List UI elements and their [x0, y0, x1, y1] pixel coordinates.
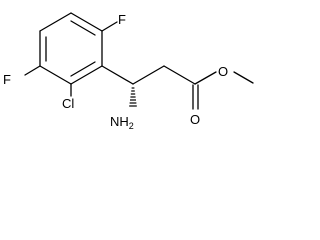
atom-label-f-top: F	[118, 12, 126, 27]
atom-label-nh2: NH2	[110, 114, 134, 131]
atom-label-nh2-subscript: 2	[129, 121, 134, 131]
ring-bond-1	[70, 12, 103, 32]
bond-o-methyl	[233, 71, 254, 84]
bond-c-o-ester	[194, 71, 217, 85]
atom-label-cl: Cl	[62, 96, 74, 111]
bond-c-f-left	[24, 65, 41, 76]
atom-label-f-left: F	[3, 72, 11, 87]
ring-bond-2	[39, 12, 72, 32]
ring-bond-5	[70, 65, 103, 85]
substituent-bonds	[24, 21, 254, 110]
bond-ch-ch2	[132, 65, 165, 85]
benzene-ring	[39, 12, 103, 85]
bond-ring-ch	[101, 65, 134, 85]
atom-label-o-carbonyl: O	[190, 112, 200, 127]
bond-c-f-top	[101, 21, 118, 32]
atom-label-o-ester: O	[218, 64, 228, 79]
atom-label-nh: NH	[110, 114, 129, 129]
structure-diagram: F F Cl NH2 O O	[3, 12, 254, 131]
ring-double-inner-1	[70, 20, 96, 36]
stereo-hash-wedge	[129, 87, 137, 107]
bond-ch2-c	[163, 65, 196, 85]
ring-double-inner-3	[70, 61, 96, 77]
ring-bond-4	[39, 65, 72, 85]
